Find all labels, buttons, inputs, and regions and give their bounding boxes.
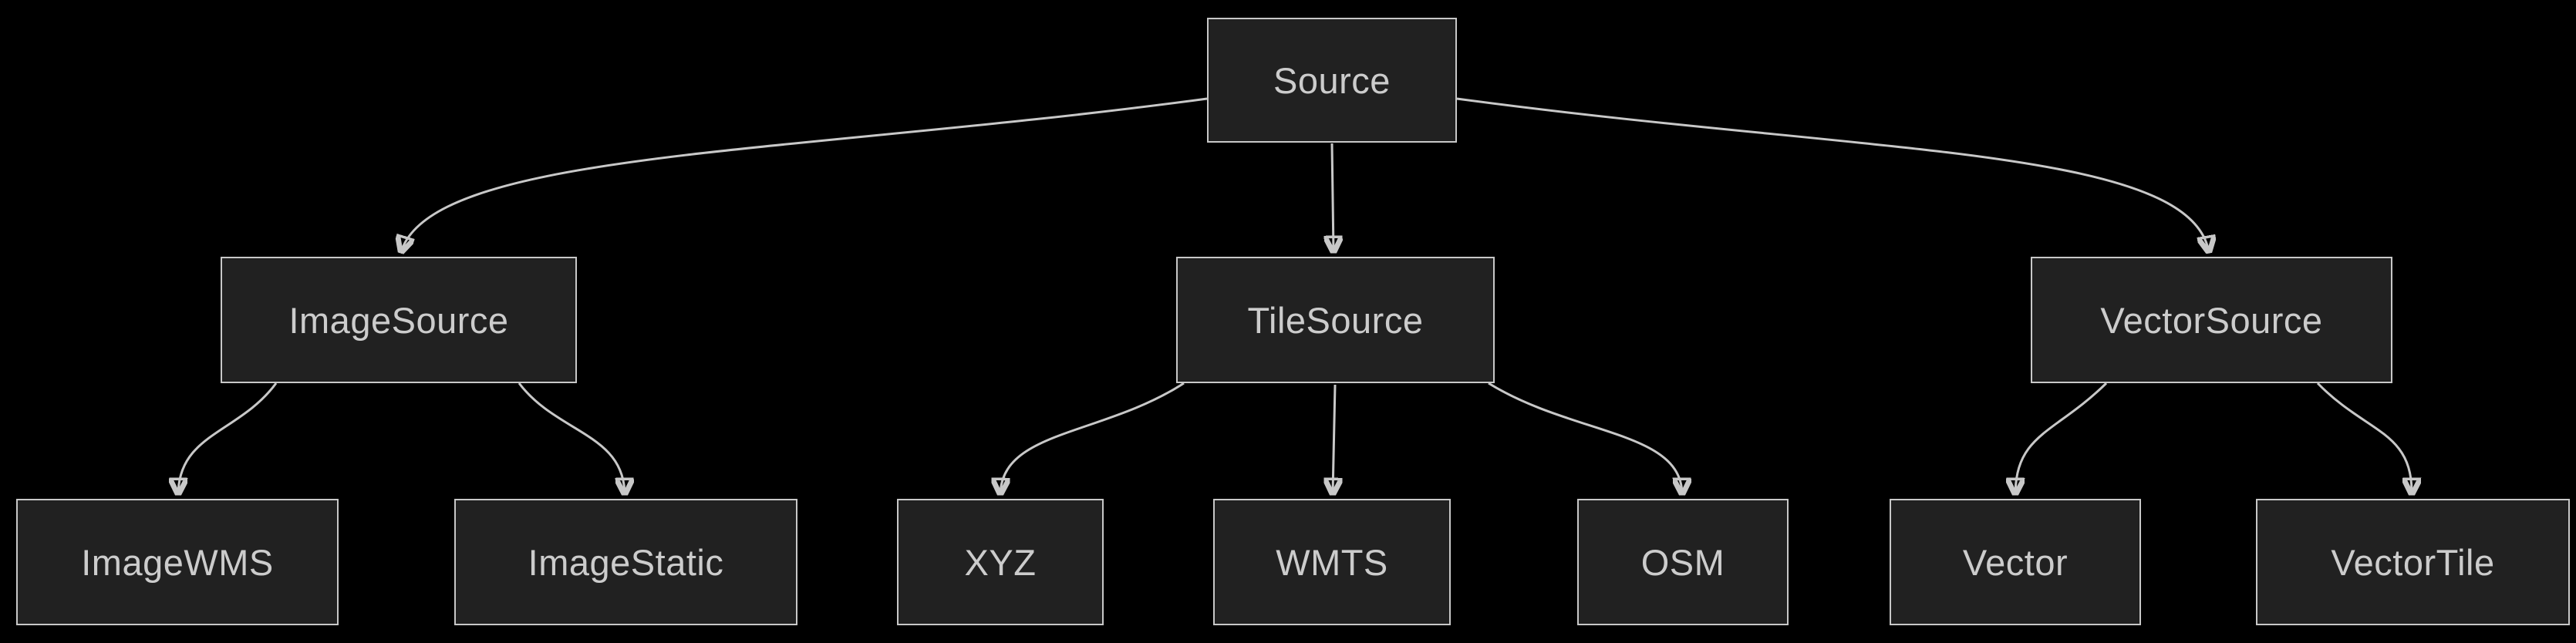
node-imagesource: ImageSource (221, 257, 577, 383)
edge-tilesource-xyz (1000, 382, 1185, 494)
node-imagestatic: ImageStatic (454, 499, 797, 625)
node-xyz: XYZ (897, 499, 1104, 625)
node-imagewms: ImageWMS (16, 499, 339, 625)
node-osm: OSM (1577, 499, 1789, 625)
edge-tilesource-wmts (1333, 384, 1335, 494)
edge-tilesource-osm (1488, 382, 1682, 494)
edge-vectorsource-vectortile (2316, 382, 2412, 494)
edge-vectorsource-vector (2015, 382, 2108, 494)
node-vector: Vector (1890, 499, 2141, 625)
node-tilesource: TileSource (1176, 257, 1495, 383)
node-vectortile: VectorTile (2256, 499, 2570, 625)
node-wmts: WMTS (1213, 499, 1451, 625)
edge-source-imagesource (401, 97, 1208, 252)
node-source: Source (1207, 18, 1457, 143)
edge-imagesource-imagewms (178, 382, 278, 494)
edge-source-vectorsource (1456, 97, 2209, 252)
edge-imagesource-imagestatic (518, 382, 625, 494)
node-vectorsource: VectorSource (2031, 257, 2392, 383)
edge-source-tilesource (1332, 143, 1334, 252)
